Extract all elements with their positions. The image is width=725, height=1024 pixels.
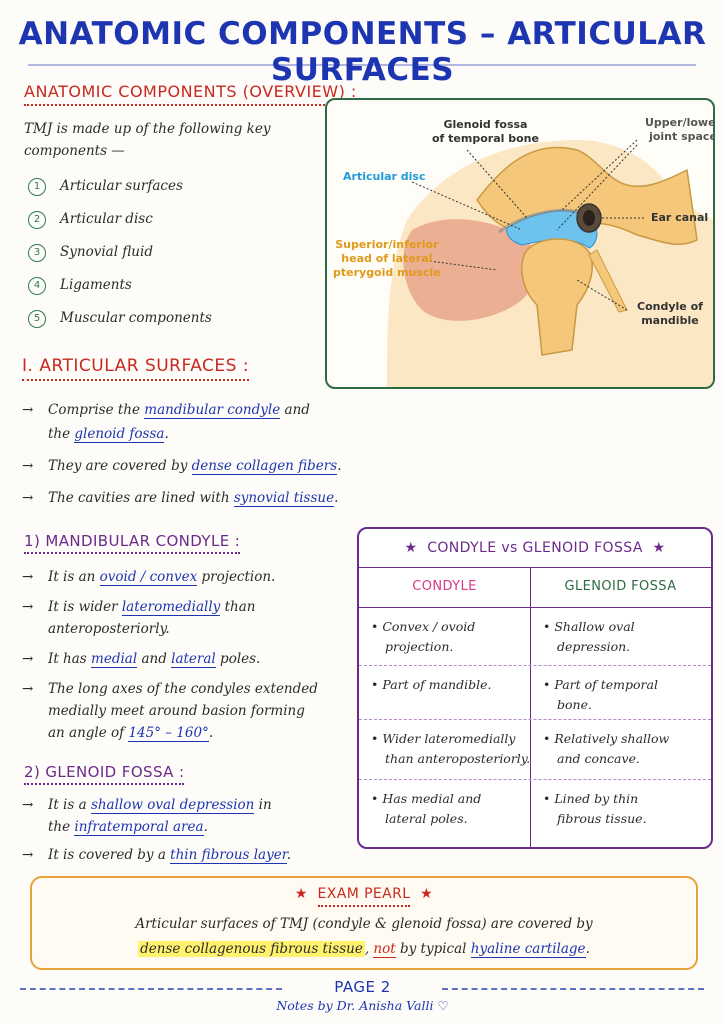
list-item: →The long axes of the condyles extended <box>22 681 318 697</box>
footer-divider-right <box>442 988 704 990</box>
star-icon: ★ <box>652 540 666 556</box>
label-glenoid-fossa: Glenoid fossa of temporal bone <box>432 118 539 145</box>
table-header-fossa: GLENOID FOSSA <box>564 579 677 594</box>
list-item: →It has medial and lateral poles. <box>22 651 261 668</box>
fossa-bullets: →It is a shallow oval depression in the … <box>22 794 342 866</box>
list-item: →It is wider lateromedially than <box>22 599 256 616</box>
author-note: Notes by Dr. Anisha Valli ♡ <box>276 998 449 1013</box>
star-icon: ★ <box>420 886 434 902</box>
label-lateral-pterygoid: Superior/inferior head of lateral pteryg… <box>333 238 441 279</box>
list-item: →It is a shallow oval depression in <box>22 797 272 814</box>
styloid-process <box>588 249 628 313</box>
overview-heading: ANATOMIC COMPONENTS (OVERVIEW) : <box>24 82 357 106</box>
list-item: →They are covered by dense collagen fibe… <box>22 458 342 475</box>
table-column-divider <box>530 567 531 847</box>
section1-bullets: →Comprise the mandibular condyle and the… <box>22 398 362 510</box>
mandibular-condyle <box>521 238 593 356</box>
tmj-diagram: Glenoid fossa of temporal bone Upper/low… <box>325 98 715 389</box>
label-joint-space: Upper/lower joint space <box>645 116 715 143</box>
list-item: →It is an ovoid / convex projection. <box>22 569 276 586</box>
label-ear-canal: Ear canal <box>651 211 709 224</box>
footer-divider-left <box>20 988 282 990</box>
list-item-cont: medially meet around basion forming <box>48 703 305 719</box>
star-icon: ★ <box>404 540 418 556</box>
table-header-condyle: CONDYLE <box>412 579 477 594</box>
list-item: →It is covered by a thin fibrous layer. <box>22 847 291 864</box>
exam-pearl-box: ★ EXAM PEARL ★ Articular surfaces of TMJ… <box>30 876 698 970</box>
page-number: PAGE 2 <box>334 978 391 996</box>
table-cell: • Part of mandible. <box>371 677 492 692</box>
list-item: →The cavities are lined with synovial ti… <box>22 490 339 507</box>
fossa-heading: 2) GLENOID FOSSA : <box>24 763 185 785</box>
exam-pearl-text: Articular surfaces of TMJ (condyle & gle… <box>135 916 593 958</box>
list-item-cont: the glenoid fossa. <box>48 426 169 443</box>
list-item-cont: the infratemporal area. <box>48 819 208 836</box>
page-title: ANATOMIC COMPONENTS – ARTICULAR SURFACES <box>18 16 707 88</box>
overview-intro: TMJ is made up of the following key comp… <box>24 121 271 159</box>
list-item-cont: anteroposteriorly. <box>48 621 170 637</box>
table-title: ★ CONDYLE vs GLENOID FOSSA ★ <box>359 529 711 568</box>
lateral-pterygoid-muscle <box>403 219 537 321</box>
exam-pearl-title: ★ EXAM PEARL ★ <box>32 886 696 907</box>
tmj-illustration <box>387 139 713 387</box>
list-item-cont: an angle of 145° – 160°. <box>48 725 214 742</box>
title-divider <box>28 64 696 66</box>
section1-heading: I. ARTICULAR SURFACES : <box>22 356 250 381</box>
list-item: →Comprise the mandibular condyle and <box>22 402 310 419</box>
star-icon: ★ <box>294 886 308 902</box>
condyle-heading: 1) MANDIBULAR CONDYLE : <box>24 532 241 554</box>
comparison-table: ★ CONDYLE vs GLENOID FOSSA ★ CONDYLE GLE… <box>357 527 713 849</box>
condyle-bullets: →It is an ovoid / convex projection. →It… <box>22 566 342 744</box>
label-condyle: Condyle of mandible <box>637 300 703 327</box>
label-articular-disc: Articular disc <box>343 170 426 183</box>
